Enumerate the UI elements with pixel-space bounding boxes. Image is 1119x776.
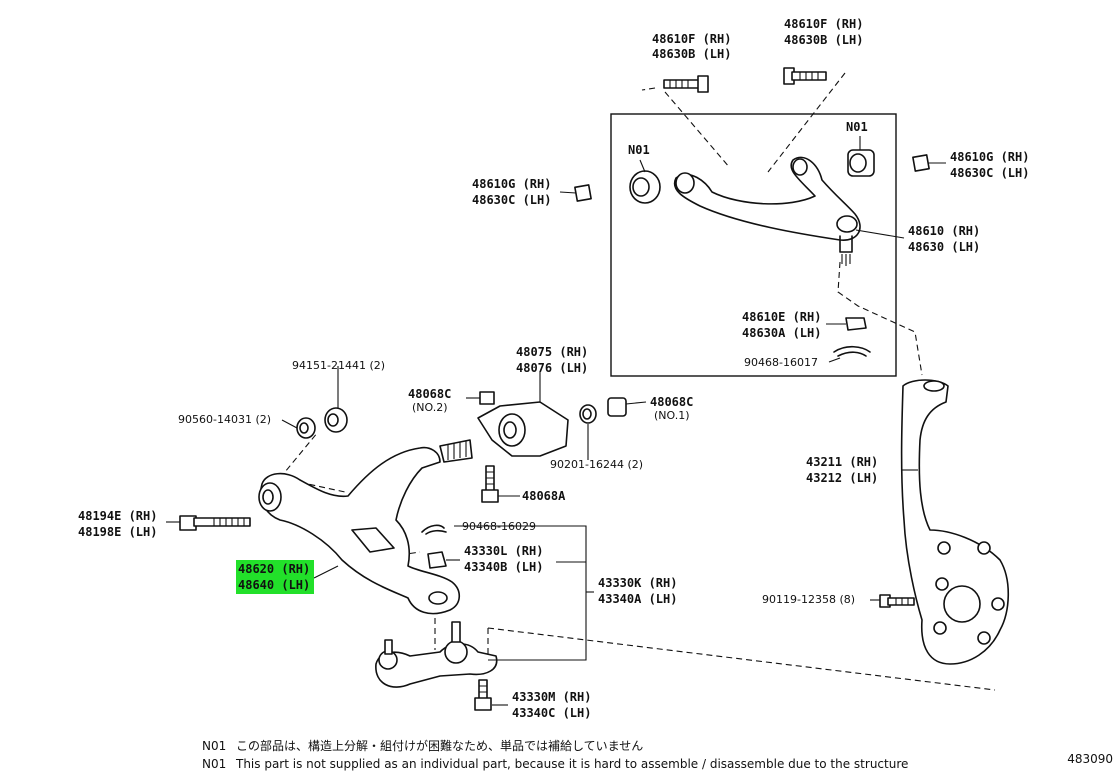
label-upper-nut-left-1: 48610G (RH) [472,177,551,191]
highlight-lower-arm [236,560,314,594]
bracket-48075-part [477,401,569,457]
steering-knuckle [900,379,1010,665]
upper-bolt-left [663,75,709,93]
label-bolt-90201: 90201-16244 (2) [550,458,643,471]
label-upper-nut-right-1: 48610G (RH) [950,150,1029,164]
label-upper-nut-right-2: 48630C (LH) [950,166,1029,180]
label-nut-43330l-1: 43330L (RH) [464,544,543,558]
label-bolt-43330m-2: 43340C (LH) [512,706,591,720]
bolt-43330m-part [474,679,492,711]
lower-castle-nut [427,551,447,569]
lower-control-arm [258,439,473,615]
upper-bolt-right [783,67,827,85]
label-bracket-48075-1: 48075 (RH) [516,345,588,359]
label-ball-joint-1: 43330K (RH) [598,576,677,590]
lower-ball-joint [375,621,498,688]
label-ball-joint-2: 43340A (LH) [598,592,677,606]
note-code: N01 [202,757,227,771]
label-upper-bushing-n01-left: N01 [628,143,650,157]
lower-cotter-pin [421,524,447,535]
note-japanese: N01 この部品は、構造上分解・組付けが困難なため、単品では補給していません [202,737,643,754]
upper-nut-left-part [574,184,592,202]
label-lower-arm-2: 48640 (LH) [238,578,310,592]
upper-arm [673,156,861,266]
label-washer-94151: 94151-21441 (2) [292,359,385,372]
label-pin-90468-16029: 90468-16029 [462,520,536,533]
note-text: This part is not supplied as an individu… [236,757,909,771]
washer-94151 [324,407,348,433]
leader-lines [166,136,946,706]
bolt-90201-part [579,404,597,424]
label-upper-bolt-left-1: 48610F (RH) [652,32,731,46]
label-bolt-43330m-1: 43330M (RH) [512,690,591,704]
guide-lines [279,72,996,691]
upper-cotter-pin [833,345,871,357]
bolt-48068a-part [481,465,499,503]
upper-bushing-left [629,170,661,204]
label-knuckle-1: 43211 (RH) [806,455,878,469]
upper-bushing-right [847,149,875,177]
label-upper-ball-nut-1: 48610E (RH) [742,310,821,324]
label-bracket-48075-2: 48076 (LH) [516,361,588,375]
note-code: N01 [202,739,227,753]
label-bolt-90119: 90119-12358 (8) [762,593,855,606]
label-bushing-90560: 90560-14031 (2) [178,413,271,426]
label-upper-bolt-right-1: 48610F (RH) [784,17,863,31]
note-english: N01 This part is not supplied as an indiv… [202,757,908,771]
label-bolt-48068a: 48068A [522,489,566,503]
label-nut-48068c-right-1: 48068C [650,395,693,409]
label-upper-bushing-n01-right: N01 [846,120,868,134]
label-upper-ball-nut-2: 48630A (LH) [742,326,821,340]
diagram-reference-number: 483090 [1067,752,1113,766]
label-upper-bolt-left-2: 48630B (LH) [652,47,731,61]
label-upper-nut-left-2: 48630C (LH) [472,193,551,207]
note-text: この部品は、構造上分解・組付けが困難なため、単品では補給していません [236,739,644,753]
label-upper-arm-1: 48610 (RH) [908,224,980,238]
label-knuckle-2: 43212 (LH) [806,471,878,485]
label-upper-arm-2: 48630 (LH) [908,240,980,254]
label-lower-bolt-1: 48194E (RH) [78,509,157,523]
label-upper-bolt-right-2: 48630B (LH) [784,33,863,47]
upper-nut-right-part [912,154,930,172]
knuckle-bolt [879,594,915,608]
label-nut-48068c-left-1: 48068C [408,387,451,401]
label-nut-43330l-2: 43340B (LH) [464,560,543,574]
label-upper-pin: 90468-16017 [744,356,818,369]
nut-48068c-left-part [479,391,495,405]
label-lower-bolt-2: 48198E (LH) [78,525,157,539]
upper-arm-group-box [610,113,897,377]
nut-48068c-right-part [607,397,627,417]
label-nut-48068c-right-2: (NO.1) [654,409,690,422]
lower-bolt-part [179,515,251,531]
bushing-90560 [296,417,316,439]
upper-ball-nut-part [845,317,867,331]
label-lower-arm-1: 48620 (RH) [238,562,310,576]
label-nut-48068c-left-2: (NO.2) [412,401,448,414]
